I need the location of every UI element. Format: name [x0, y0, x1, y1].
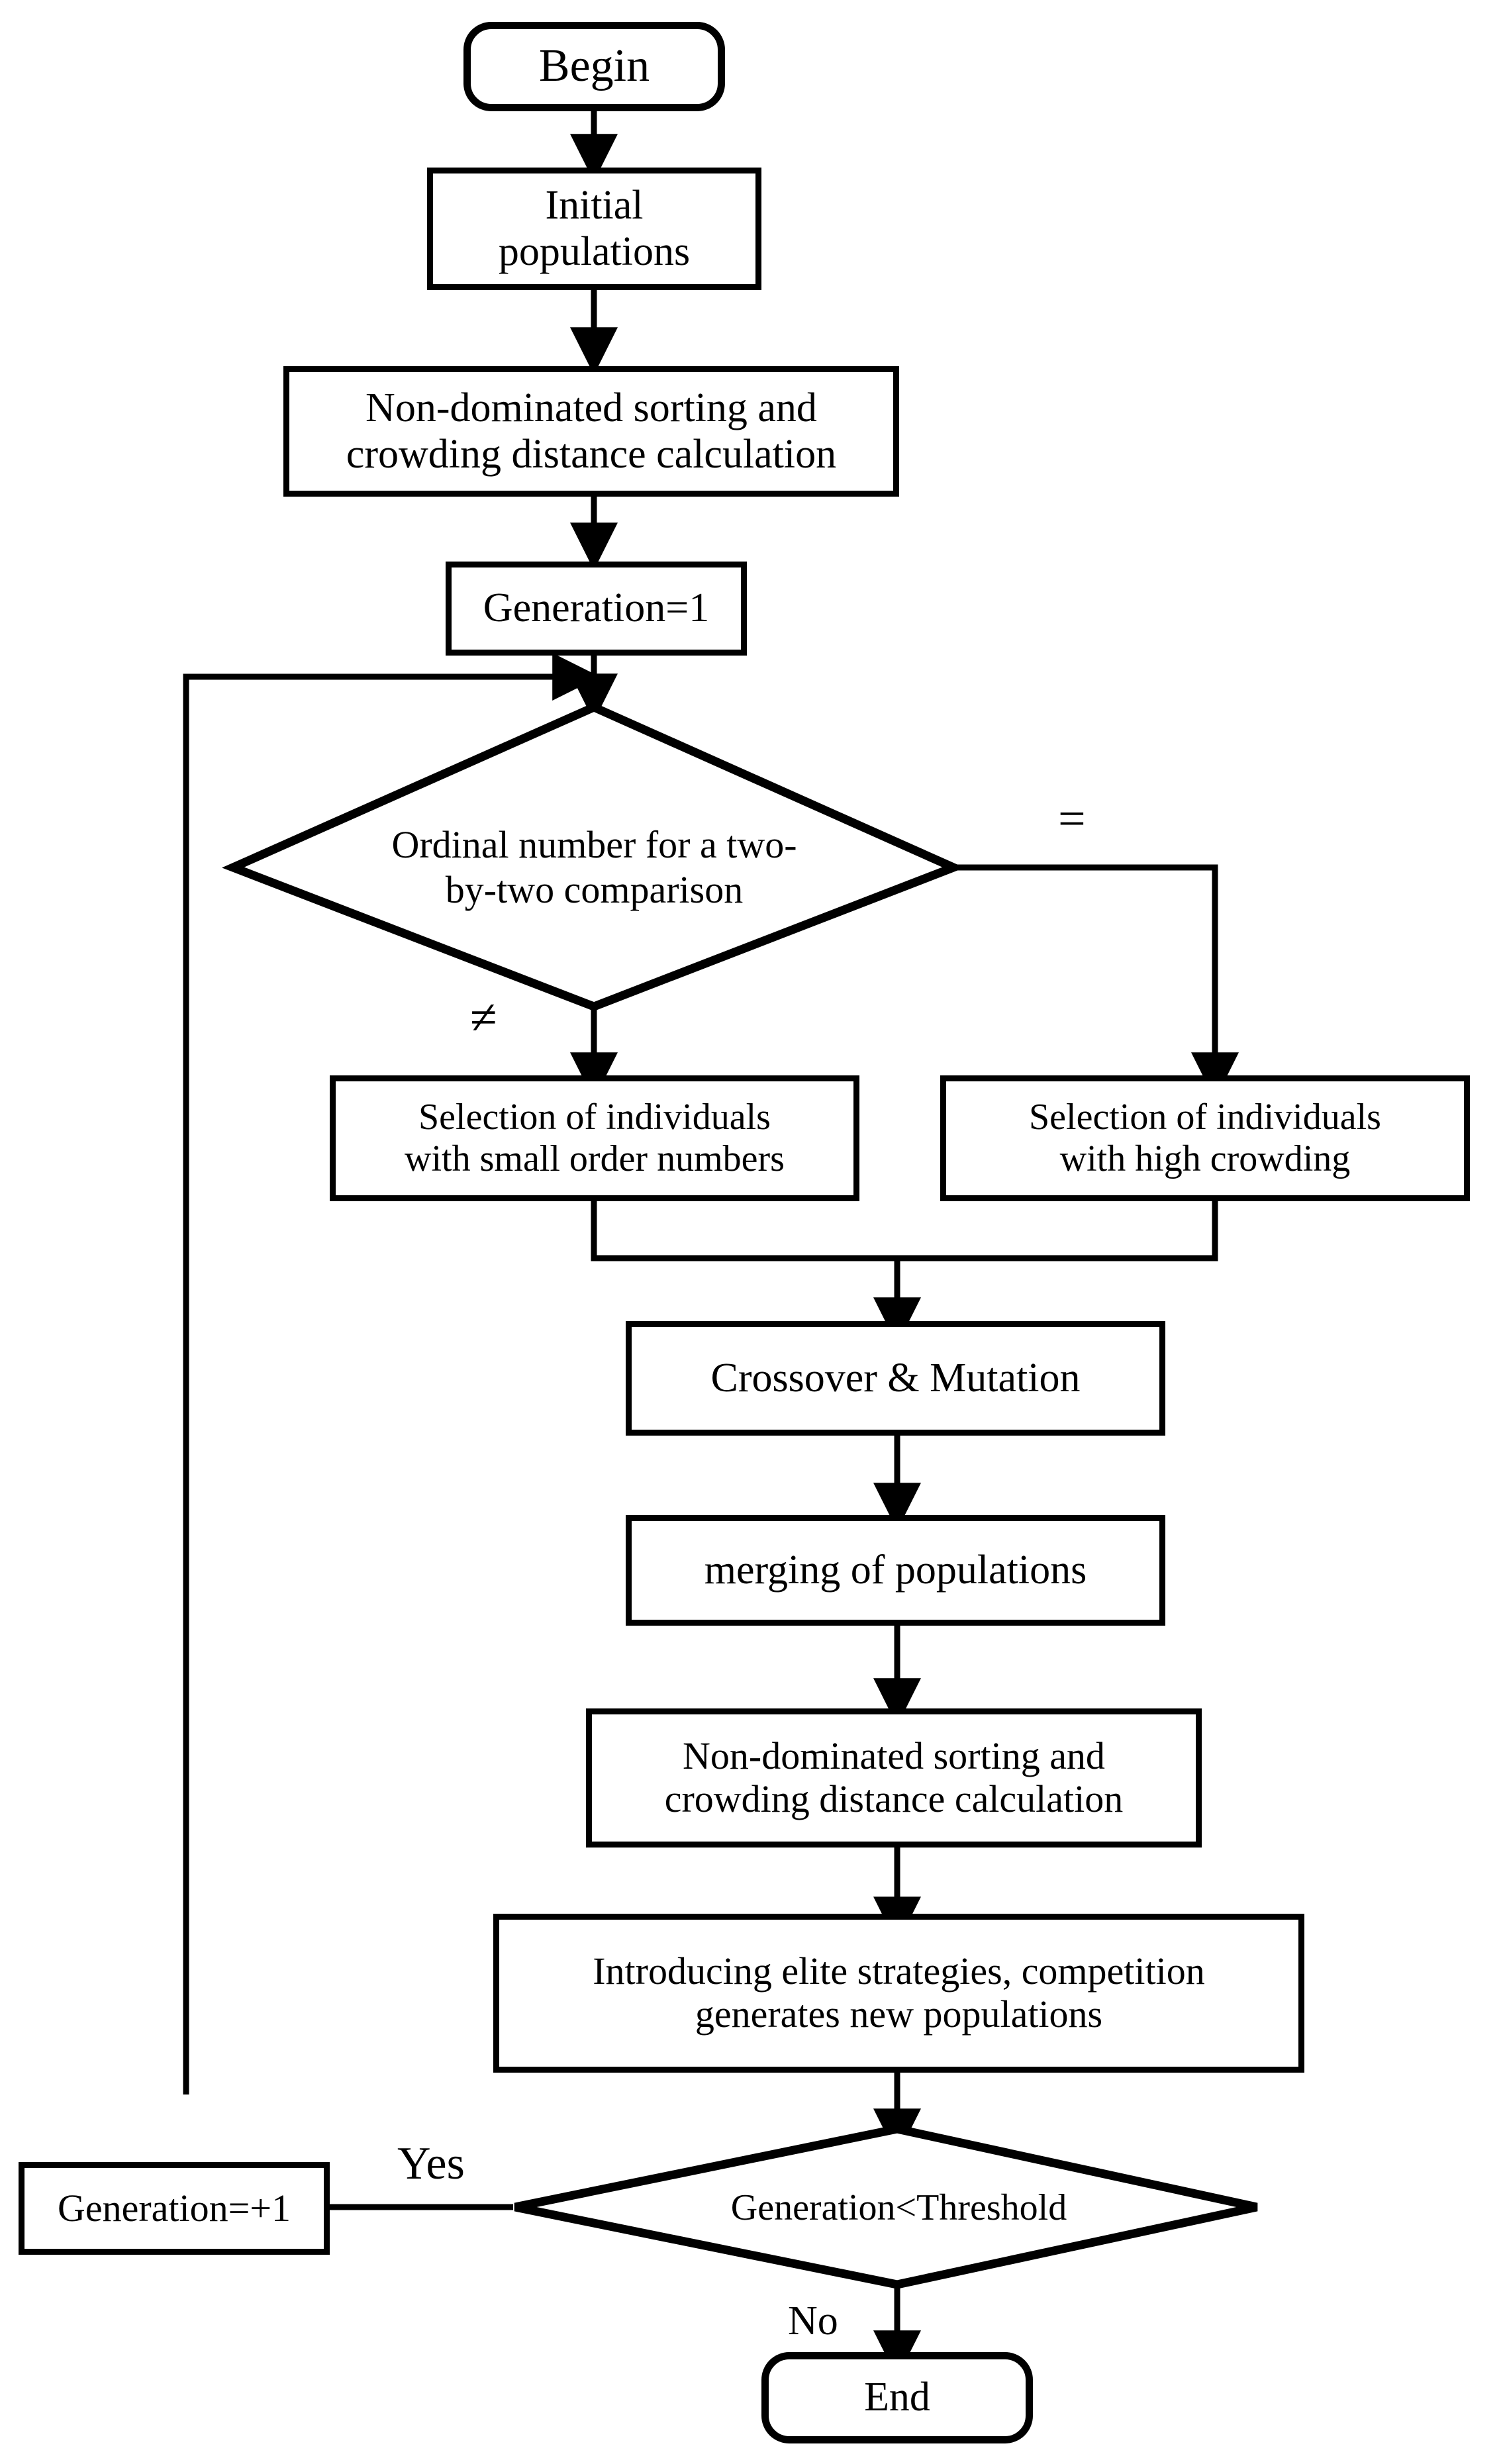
node-generation-increment[interactable]: Generation=+1: [19, 2162, 330, 2255]
node-sorting-1-line2: crowding distance calculation: [346, 431, 837, 477]
node-end[interactable]: End: [761, 2352, 1033, 2443]
node-select-high-crowding-line2: with high crowding: [1059, 1138, 1351, 1179]
node-sorting-1[interactable]: Non-dominated sorting and crowding dista…: [283, 366, 899, 497]
node-initial-populations[interactable]: Initial populations: [427, 168, 761, 290]
node-generation-init-label: Generation=1: [483, 585, 710, 631]
decision-comparison-shape: [222, 702, 965, 1011]
node-select-high-crowding-line1: Selection of individuals: [1029, 1097, 1381, 1138]
node-sorting-2-line1: Non-dominated sorting and: [683, 1734, 1105, 1778]
yes-text: Yes: [397, 2138, 465, 2189]
node-generation-init[interactable]: Generation=1: [446, 562, 747, 656]
node-begin-label: Begin: [538, 40, 650, 92]
no-text: No: [788, 2298, 838, 2343]
node-select-small-order[interactable]: Selection of individuals with small orde…: [330, 1075, 859, 1201]
node-merging-label: merging of populations: [704, 1547, 1087, 1593]
edge-label-not-equal: ≠: [470, 990, 497, 1046]
edge-feedback-loop: [183, 653, 601, 2094]
node-sorting-2-label: Non-dominated sorting and crowding dista…: [664, 1734, 1124, 1821]
node-elite-line2: generates new populations: [695, 1993, 1103, 2036]
edge-label-equal: =: [1058, 791, 1086, 848]
node-initial-populations-label: Initial populations: [499, 183, 690, 275]
node-elite-line1: Introducing elite strategies, competitio…: [593, 1949, 1205, 1993]
node-select-high-crowding[interactable]: Selection of individuals with high crowd…: [940, 1075, 1470, 1201]
node-generation-increment-label: Generation=+1: [57, 2186, 291, 2230]
edge-comparison-to-high-crowding: [953, 864, 1239, 1101]
node-sorting-2[interactable]: Non-dominated sorting and crowding dista…: [586, 1708, 1202, 1848]
node-select-small-order-line2: with small order numbers: [405, 1138, 785, 1179]
node-initial-populations-line1: Initial: [545, 183, 644, 228]
node-select-small-order-line1: Selection of individuals: [418, 1097, 771, 1138]
node-sorting-1-label: Non-dominated sorting and crowding dista…: [346, 385, 836, 477]
node-initial-populations-line2: populations: [498, 228, 691, 274]
node-sorting-2-line2: crowding distance calculation: [664, 1777, 1124, 1820]
node-crossover-mutation-label: Crossover & Mutation: [710, 1355, 1081, 1401]
node-merging[interactable]: merging of populations: [626, 1515, 1165, 1626]
not-equal-symbol: ≠: [470, 991, 497, 1045]
equal-symbol: =: [1058, 792, 1086, 846]
node-crossover-mutation[interactable]: Crossover & Mutation: [626, 1321, 1165, 1436]
node-select-high-crowding-label: Selection of individuals with high crowd…: [1029, 1097, 1381, 1179]
node-select-small-order-label: Selection of individuals with small orde…: [405, 1097, 785, 1179]
node-begin[interactable]: Begin: [463, 22, 725, 111]
node-elite[interactable]: Introducing elite strategies, competitio…: [493, 1914, 1304, 2073]
decision-threshold-shape: [514, 2124, 1258, 2289]
edge-selections-merge: [591, 1201, 1218, 1261]
node-end-label: End: [864, 2375, 930, 2420]
edge-label-yes: Yes: [397, 2138, 465, 2191]
edge-label-no: No: [788, 2298, 838, 2345]
node-sorting-1-line1: Non-dominated sorting and: [365, 385, 817, 431]
node-elite-label: Introducing elite strategies, competitio…: [593, 1949, 1205, 2036]
